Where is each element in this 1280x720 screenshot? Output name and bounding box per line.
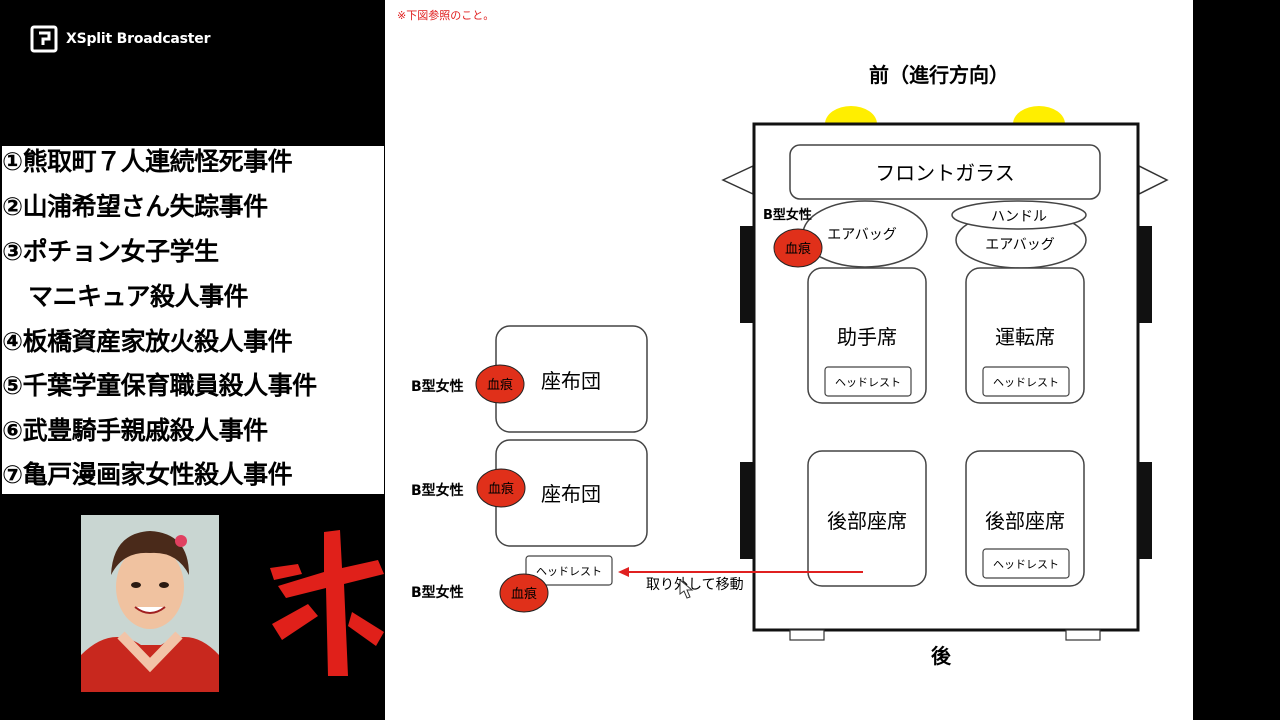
seat-driver-label: 運転席 (995, 325, 1055, 349)
headlight-left (825, 106, 877, 124)
app-brand: XSplit Broadcaster (30, 24, 210, 54)
xsplit-logo-icon (30, 25, 58, 53)
rear-bumper-left (789, 629, 825, 641)
case-item: ⑦亀戸漫画家女性殺人事件 (2, 460, 293, 489)
headrest-passenger (824, 366, 912, 397)
car-diagram: 前（進行方向） 後 フロントガラス エアバッグ ハンドル エアバッグ B型女性 … (411, 63, 1169, 668)
mouse-cursor-icon (679, 578, 694, 599)
case-item: ④板橋資産家放火殺人事件 (2, 327, 293, 356)
blood-type-label: B型女性 (411, 584, 464, 601)
app-name: XSplit Broadcaster (66, 31, 211, 47)
front-direction-label: 前（進行方向） (869, 63, 1009, 87)
seat-rear-right-label: 後部座席 (985, 509, 1065, 533)
red-brush-kanji (268, 528, 386, 678)
cushion-label: 座布団 (541, 482, 601, 506)
blood-type-label: B型女性 (763, 207, 812, 223)
headrest-rear-right-label: ヘッドレスト (993, 558, 1059, 571)
cushion-label: 座布団 (541, 369, 601, 393)
steering-handle (951, 200, 1087, 230)
diagram-slide: ※下図参照のこと。 前（進行方向） 後 フロントガラス エアバッグ ハンドル エ… (385, 0, 1193, 720)
handle-label: ハンドル (991, 209, 1047, 225)
seat-rear-left (807, 450, 927, 587)
slide-note: ※下図参照のこと。 (397, 9, 495, 22)
bloodstain-label: 血痕 (488, 481, 514, 497)
rear-label: 後 (931, 644, 952, 668)
airbag-passenger-label: エアバッグ (827, 227, 896, 243)
portrait-photo (81, 515, 219, 692)
mirror-left (721, 164, 754, 196)
case-item: ⑤千葉学童保育職員殺人事件 (2, 371, 317, 400)
seat-passenger-label: 助手席 (837, 325, 897, 349)
headrest-moved (525, 555, 613, 586)
seat-rear-left-label: 後部座席 (827, 509, 907, 533)
headrest-moved-label: ヘッドレスト (536, 565, 602, 578)
case-item: ③ポチョン女子学生 (2, 237, 219, 266)
arrow-label: 取り外して移動 (646, 577, 744, 593)
headrest-driver-label: ヘッドレスト (993, 376, 1059, 389)
arrow-head-icon (618, 567, 629, 577)
portrait-photo-icon (81, 515, 219, 692)
headlight-right (1013, 106, 1065, 124)
bloodstain (475, 364, 525, 404)
case-list: ①熊取町７人連続怪死事件 ②山浦希望さん失踪事件 ③ポチョン女子学生 マニキュア… (2, 146, 384, 494)
wheel-front-left (740, 226, 754, 323)
right-border (1193, 0, 1280, 720)
mirror-right (1138, 164, 1169, 196)
wheel-front-right (1138, 226, 1152, 323)
bloodstain (773, 228, 823, 268)
headrest-passenger-label: ヘッドレスト (835, 376, 901, 389)
wheel-rear-right (1138, 462, 1152, 559)
windshield-label: フロントガラス (875, 161, 1015, 185)
case-item: マニキュア殺人事件 (28, 282, 249, 311)
rear-bumper-right (1065, 629, 1101, 641)
bloodstain-label: 血痕 (511, 586, 537, 602)
red-brush-kanji-icon (270, 530, 384, 676)
bloodstain (499, 573, 549, 613)
headrest-driver (982, 366, 1070, 397)
blood-type-label: B型女性 (411, 482, 464, 499)
blood-type-label: B型女性 (411, 378, 464, 395)
bloodstain (476, 468, 526, 508)
case-item: ⑥武豊騎手親戚殺人事件 (2, 416, 268, 445)
headrest-rear-right (982, 548, 1070, 579)
case-item: ①熊取町７人連続怪死事件 (2, 147, 293, 176)
bloodstain-label: 血痕 (487, 377, 513, 393)
airbag-driver-label: エアバッグ (985, 237, 1054, 253)
case-item: ②山浦希望さん失踪事件 (2, 192, 268, 221)
windshield (789, 144, 1101, 200)
bloodstain-label: 血痕 (785, 241, 811, 257)
wheel-rear-left (740, 462, 754, 559)
